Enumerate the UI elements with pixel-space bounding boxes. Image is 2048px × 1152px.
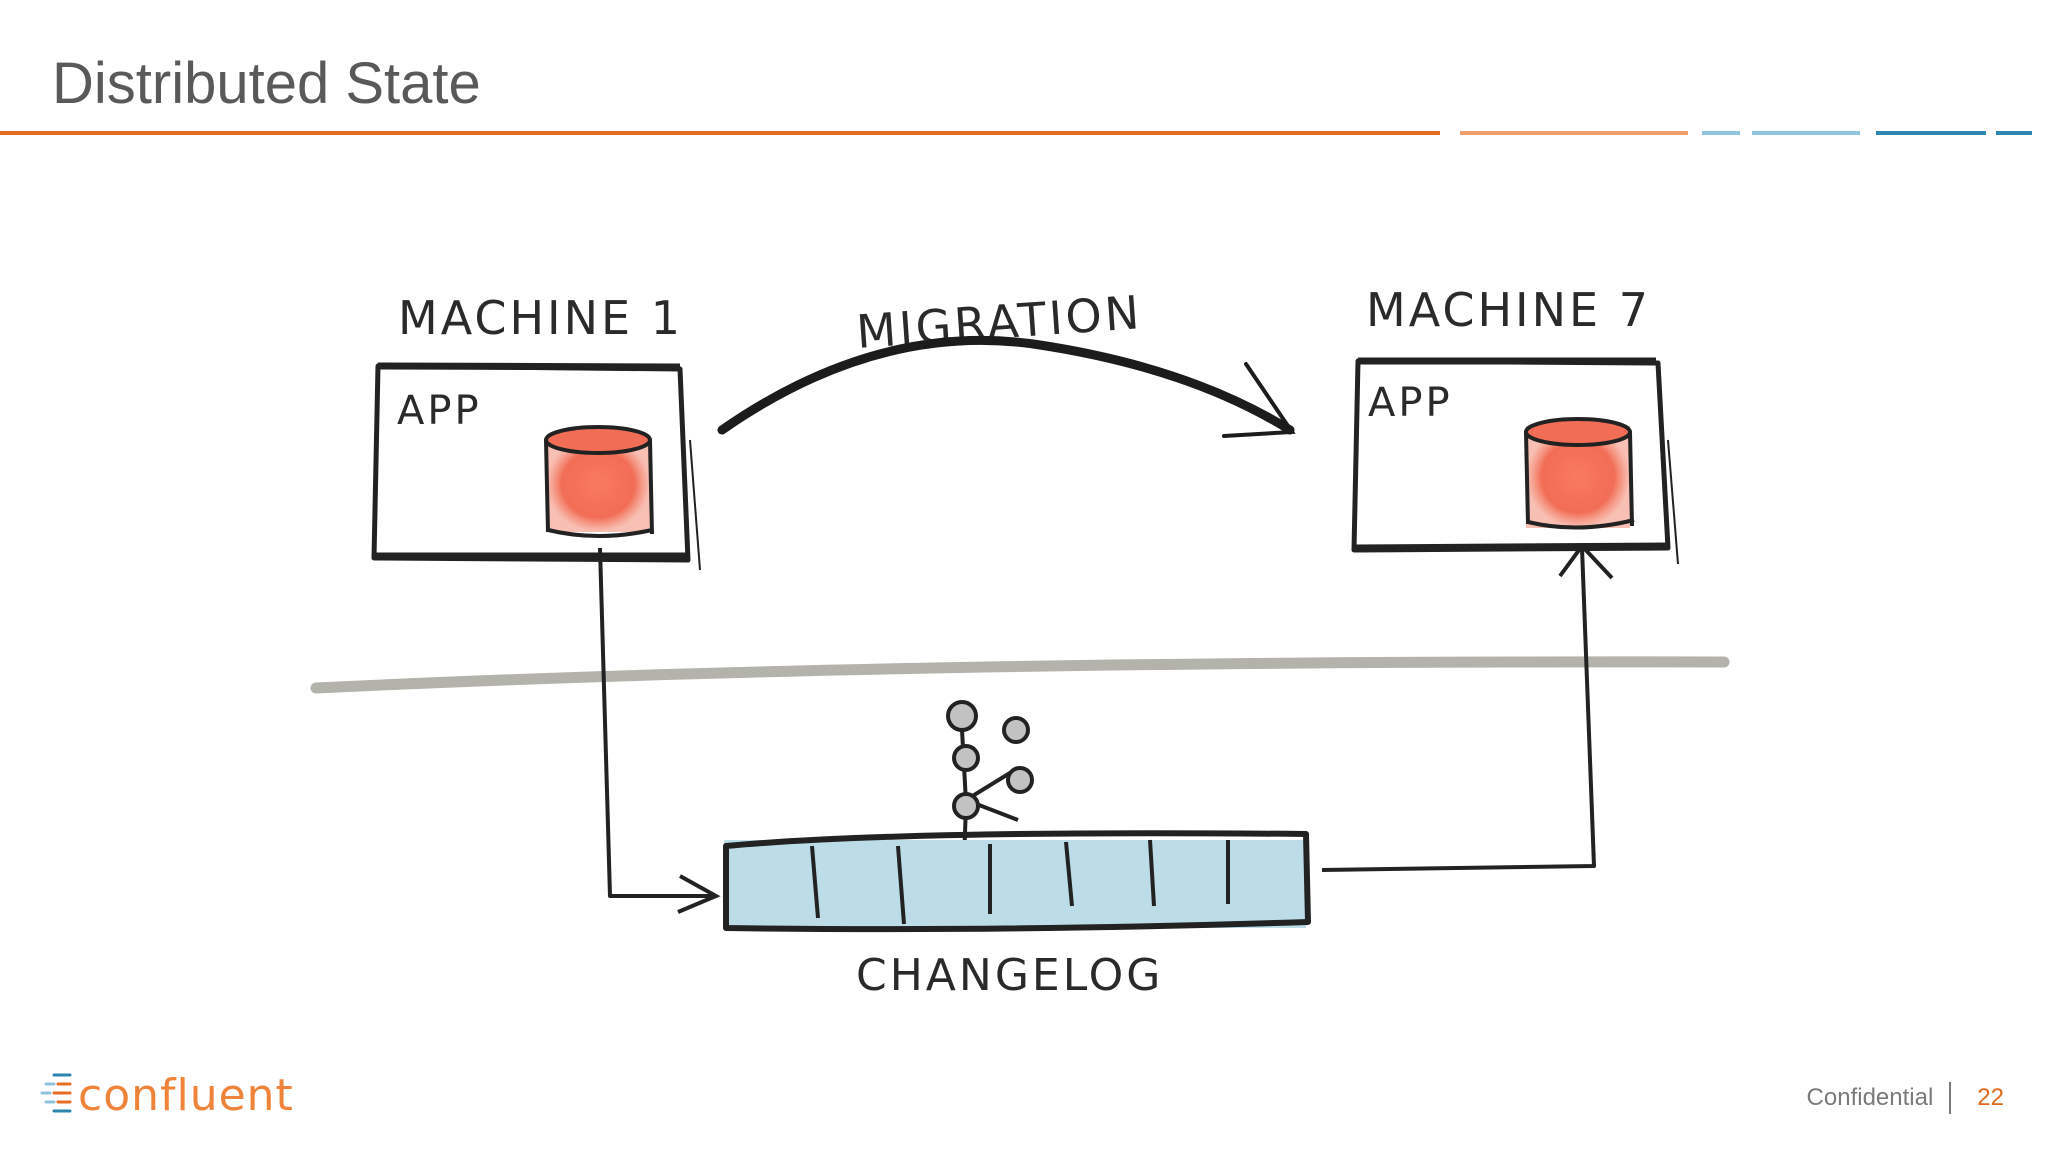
slide-title: Distributed State — [52, 51, 481, 116]
machine-7-box — [1351, 357, 1679, 565]
changelog-to-machine-7-arrow — [1321, 542, 1614, 872]
confluent-logo: confluent — [40, 1060, 340, 1130]
state-store-machine-7 — [1524, 417, 1635, 530]
machine-1-box — [371, 362, 701, 571]
machine-1-label: MACHINE 1 — [398, 291, 683, 345]
confluent-logo-mark-icon — [40, 1073, 72, 1113]
title-underline — [0, 131, 2032, 135]
machine-7-app-label: APP — [1368, 380, 1453, 426]
migration-arrow — [717, 335, 1296, 438]
machine-1-to-changelog-arrow — [598, 547, 721, 914]
footer-divider — [1949, 1082, 1952, 1114]
slide-footer: Confidential 22 — [1807, 1082, 2004, 1114]
changelog-topic — [723, 830, 1311, 933]
changelog-label: CHANGELOG — [856, 950, 1163, 1001]
network-divider — [310, 656, 1730, 694]
kafka-cluster-icon — [946, 700, 1034, 861]
confidential-label: Confidential — [1806, 1084, 1934, 1111]
page-number: 22 — [1977, 1084, 2004, 1111]
confluent-wordmark: confluent — [78, 1069, 294, 1121]
machine-7-label: MACHINE 7 — [1366, 283, 1651, 337]
machine-1-app-label: APP — [397, 388, 482, 434]
state-store-machine-1 — [544, 425, 654, 538]
